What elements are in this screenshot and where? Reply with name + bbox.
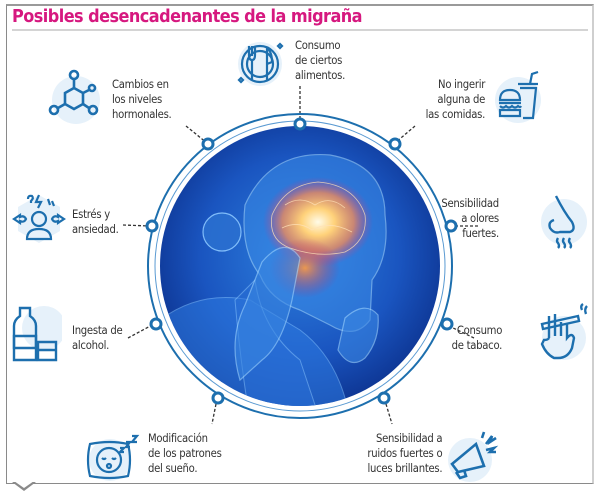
stressed-person-icon [10,189,68,245]
megaphone-icon [446,428,502,484]
page-title: Posibles desencadenantes de la migraña [12,7,363,27]
migraine-head-illustration [160,126,440,406]
ring-nodes [145,117,458,405]
hand-cigarette-icon [536,302,592,364]
title-divider [12,29,588,31]
molecule-icon [44,66,104,126]
frame-notch-inner [14,481,34,488]
sleeping-pillow-icon [86,432,144,484]
nose-smell-icon [536,190,588,250]
burger-drink-icon [492,70,550,128]
infographic-frame [6,4,594,484]
plate-cutlery-icon [234,36,290,92]
bottle-glass-icon [10,302,62,364]
